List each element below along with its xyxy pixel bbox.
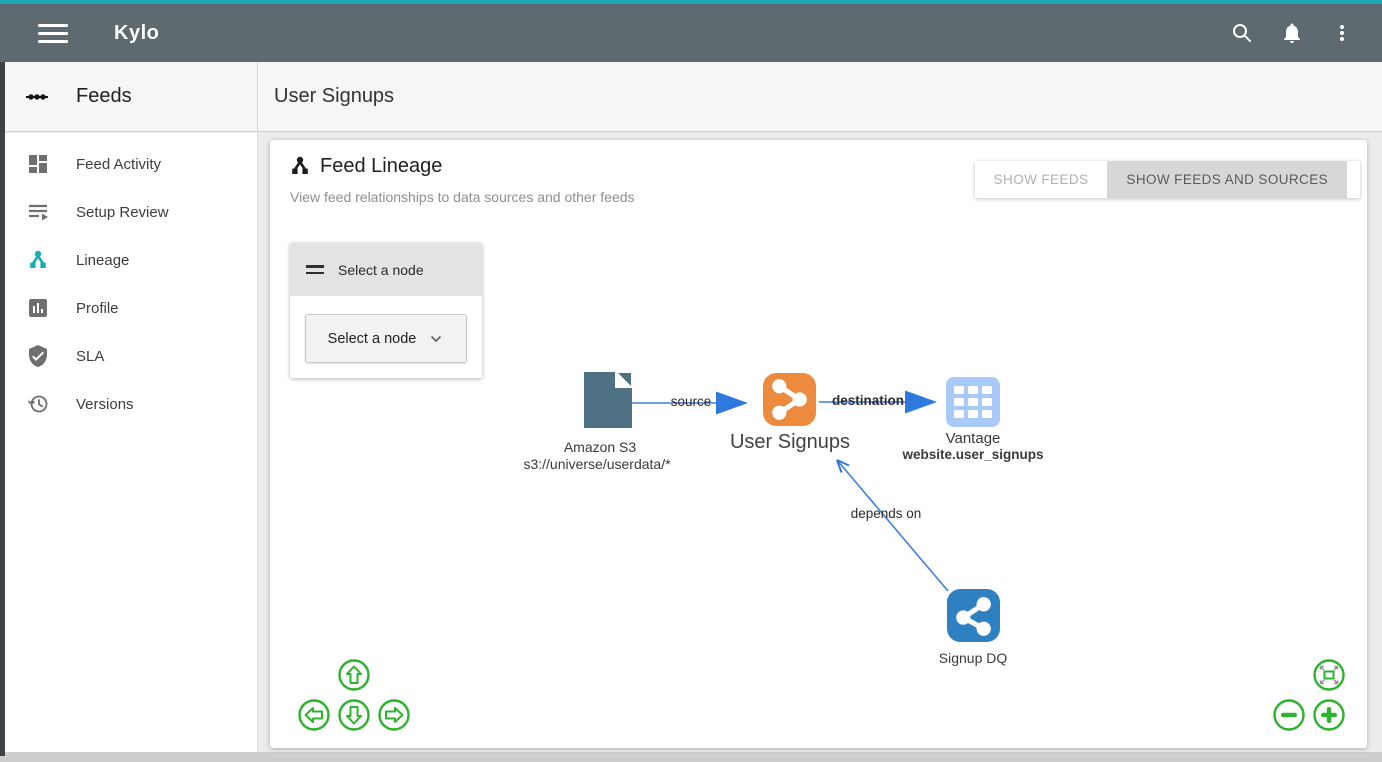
sidebar-item-label: SLA xyxy=(76,347,105,365)
node-vantage-table-icon[interactable] xyxy=(946,377,1000,427)
zoom-in-button[interactable] xyxy=(1313,699,1345,731)
toolbar-page-section: User Signups xyxy=(258,62,1382,131)
node-amazon-s3-file-icon[interactable] xyxy=(578,372,632,428)
sidebar-item-setup-review[interactable]: Setup Review xyxy=(0,188,257,236)
toolbar-feeds-section: Feeds xyxy=(0,62,258,131)
show-feeds-and-sources-button[interactable]: SHOW FEEDS AND SOURCES xyxy=(1107,161,1347,198)
more-options-kebab-icon[interactable] xyxy=(1328,19,1356,47)
sidebar-item-label: Lineage xyxy=(76,251,130,269)
node-label-vantage: Vantage xyxy=(945,430,1001,447)
chevron-down-icon xyxy=(431,335,442,342)
sidebar-item-label: Feed Activity xyxy=(76,155,162,173)
node-label-amazon-s3: Amazon S3 xyxy=(563,439,637,455)
card-subtitle: View feed relationships to data sources … xyxy=(290,189,635,205)
show-feeds-button[interactable]: SHOW FEEDS xyxy=(974,161,1108,198)
sidebar: Feed Activity Setup Review Lineage Profi… xyxy=(0,133,258,752)
feed-lineage-card: Feed Lineage View feed relationships to … xyxy=(270,140,1367,748)
edge-label-source: source xyxy=(670,394,712,409)
lineage-icon xyxy=(292,156,308,174)
sidebar-item-sla[interactable]: SLA xyxy=(0,332,257,380)
fit-to-screen-button[interactable] xyxy=(1313,659,1345,691)
node-sublabel-amazon-s3: s3://universe/userdata/* xyxy=(523,456,671,472)
pan-down-button[interactable] xyxy=(338,699,370,731)
bottom-strip xyxy=(0,752,1382,762)
sidebar-item-versions[interactable]: Versions xyxy=(0,380,257,428)
app-header: Kylo xyxy=(0,4,1382,62)
feeds-section-label: Feeds xyxy=(76,85,132,107)
lineage-diagram: source destination depends on Amazon S3 … xyxy=(270,140,1367,748)
header-actions xyxy=(1228,19,1356,47)
node-label-signup-dq: Signup DQ xyxy=(938,650,1008,666)
page-title: User Signups xyxy=(274,85,395,107)
notifications-bell-icon[interactable] xyxy=(1278,19,1306,47)
toolbar: Feeds User Signups xyxy=(0,62,1382,132)
pan-right-button[interactable] xyxy=(378,699,410,731)
drag-handle-icon[interactable] xyxy=(306,265,324,274)
select-node-dropdown-label: Select a node xyxy=(327,330,417,347)
pan-left-button[interactable] xyxy=(298,699,330,731)
select-node-panel: Select a node Select a node xyxy=(290,243,482,378)
sidebar-item-lineage[interactable]: Lineage xyxy=(0,236,257,284)
edge-label-depends-on: depends on xyxy=(850,506,922,521)
node-sublabel-vantage: website.user_signups xyxy=(902,447,1044,462)
dashboard-icon xyxy=(29,155,47,173)
node-user-signups-feed-icon[interactable] xyxy=(763,373,816,426)
sidebar-item-feed-activity[interactable]: Feed Activity xyxy=(0,140,257,188)
app-title: Kylo xyxy=(114,21,160,44)
sidebar-item-label: Versions xyxy=(76,395,134,413)
history-clock-icon xyxy=(27,395,48,413)
shield-check-icon xyxy=(29,345,47,367)
lineage-edges xyxy=(632,390,949,592)
pan-up-button[interactable] xyxy=(338,659,370,691)
select-node-header-label: Select a node xyxy=(338,261,424,278)
node-signup-dq-feed-icon[interactable] xyxy=(947,589,1000,642)
select-node-panel-header: Select a node xyxy=(290,243,482,296)
sidebar-item-label: Setup Review xyxy=(76,203,169,221)
node-label-user-signups: User Signups xyxy=(729,431,851,453)
lineage-icon xyxy=(30,250,46,268)
list-review-icon xyxy=(29,204,48,221)
zoom-out-button[interactable] xyxy=(1273,699,1305,731)
hamburger-menu-icon[interactable] xyxy=(38,22,68,44)
view-toggle-group: SHOW FEEDS SHOW FEEDS AND SOURCES xyxy=(974,161,1360,198)
bar-chart-icon xyxy=(29,299,47,317)
accent-stripe xyxy=(0,0,1382,4)
drawer-edge xyxy=(0,62,5,756)
select-node-dropdown[interactable]: Select a node xyxy=(305,314,467,363)
search-icon[interactable] xyxy=(1228,19,1256,47)
edge-label-destination: destination xyxy=(831,393,905,408)
sidebar-item-profile[interactable]: Profile xyxy=(0,284,257,332)
feeds-icon xyxy=(26,93,48,100)
card-title: Feed Lineage xyxy=(320,154,443,177)
sidebar-item-label: Profile xyxy=(76,299,119,317)
